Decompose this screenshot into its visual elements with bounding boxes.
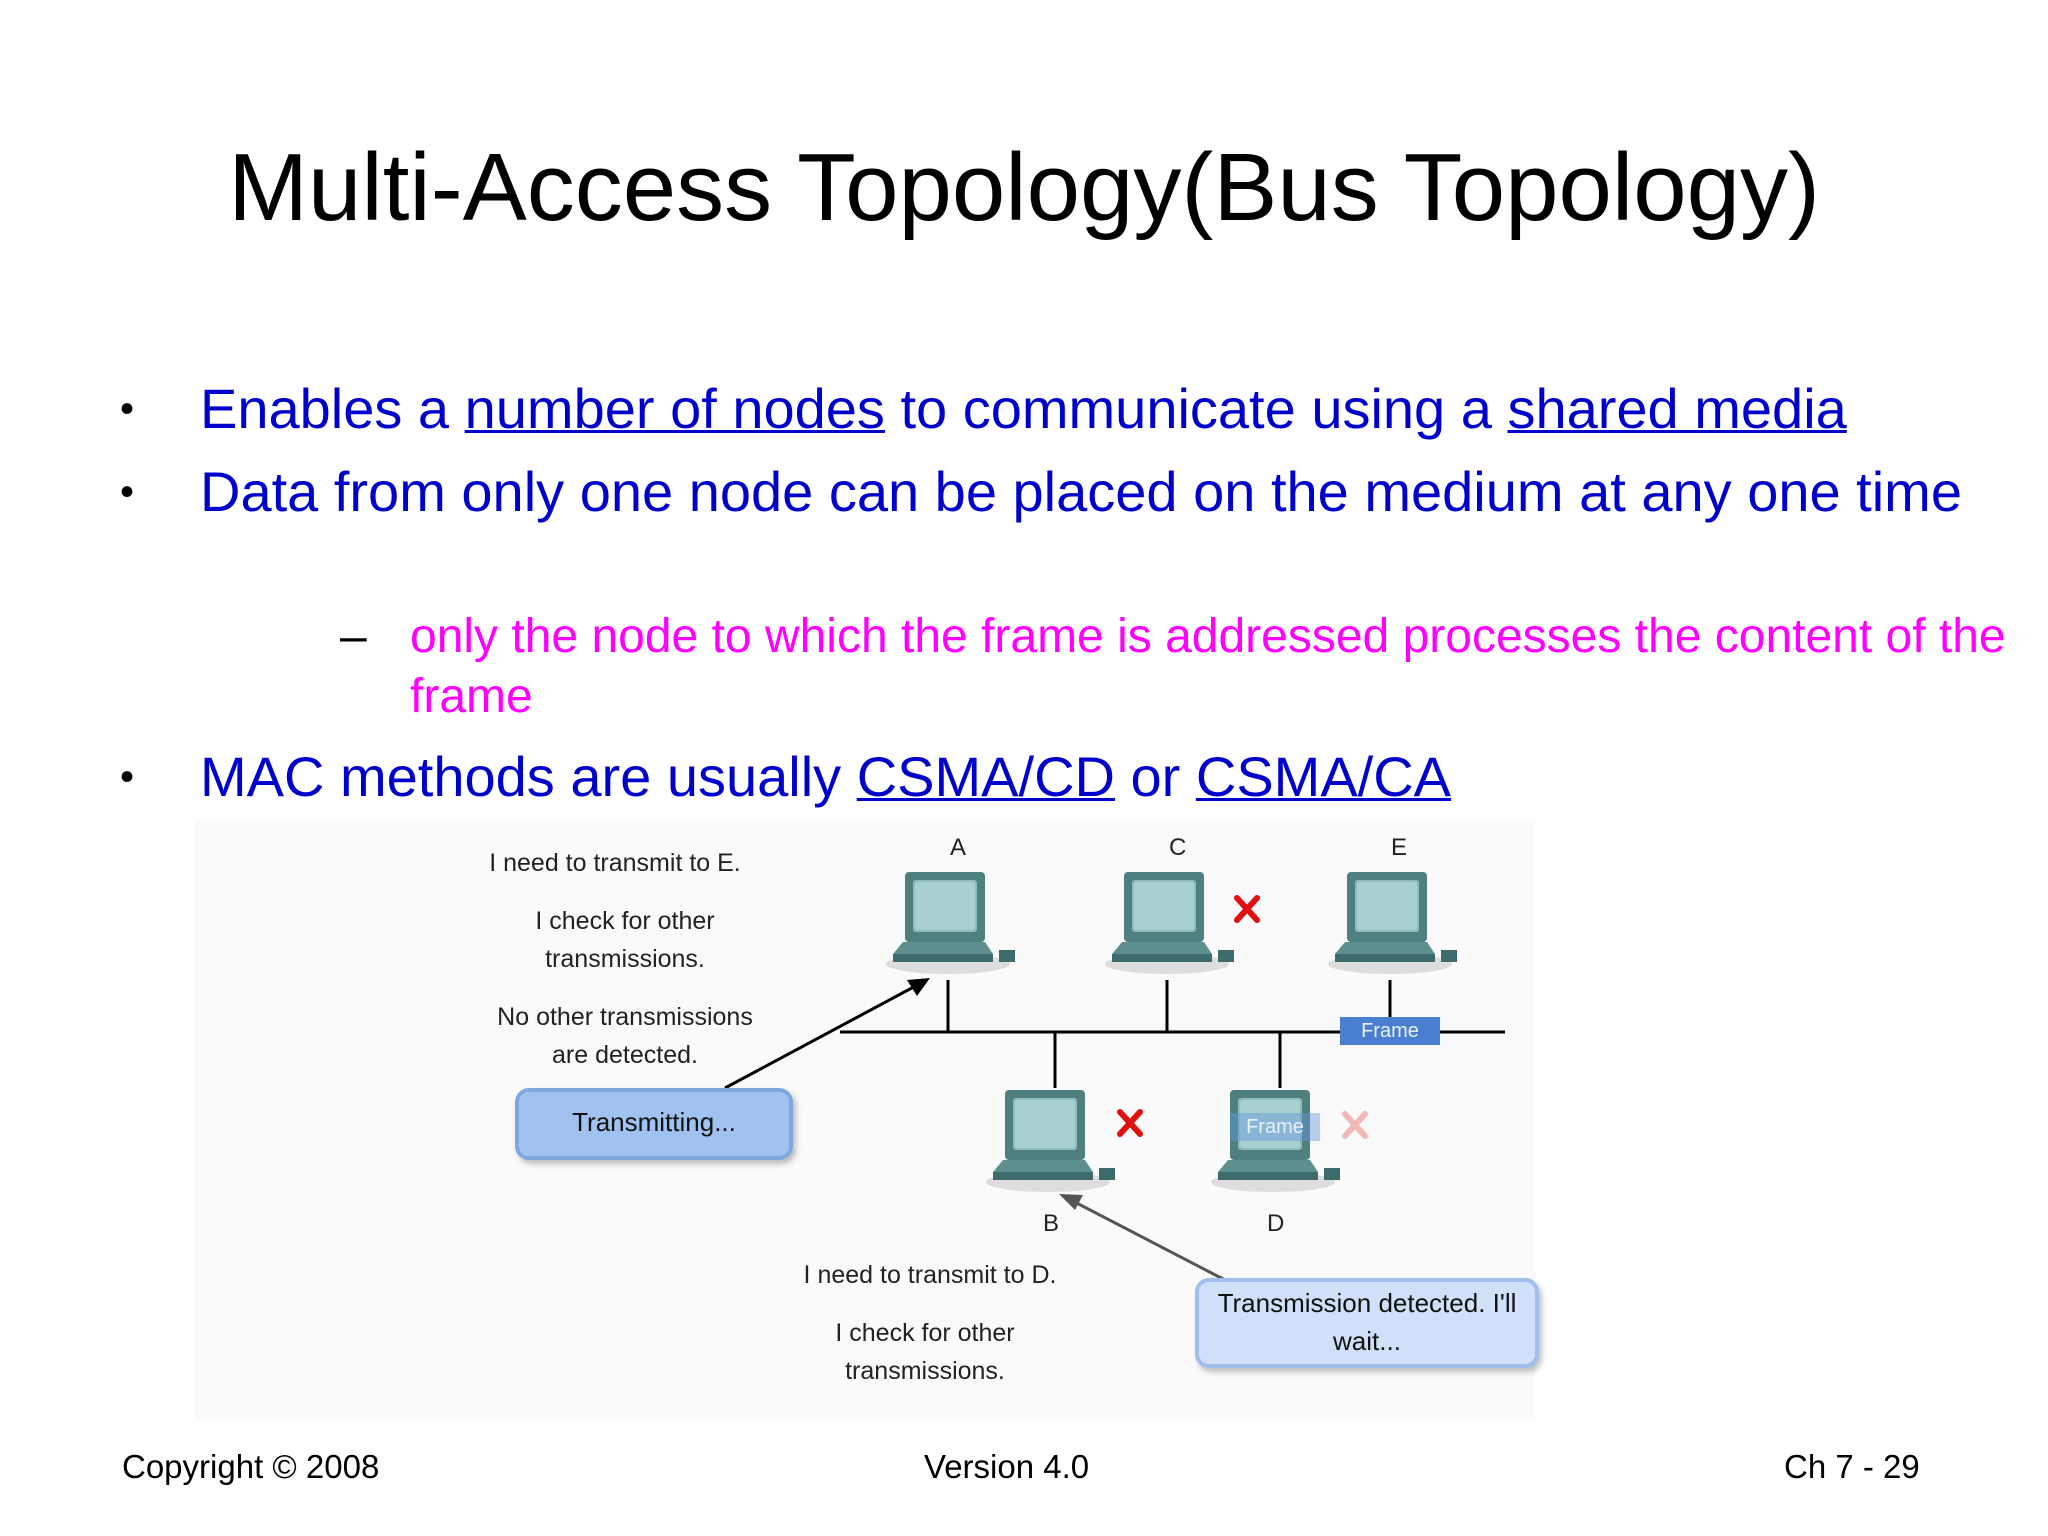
node-label-e: E [1391,834,1408,861]
annotation-b-line2: I check for other transmissions. [835,1319,1015,1385]
bullet-2-text: Data from only one node can be placed on… [200,460,1962,523]
bullet-1-pre: Enables a [200,377,465,440]
sub-bullet-1-text: only the node to which the frame is addr… [410,610,2006,723]
dash-glyph: – [340,610,367,663]
arrow-icon [1066,1196,1226,1282]
computer-icon [886,872,1015,974]
transmitting-callout: Transmitting... [515,1088,793,1160]
slide-title: Multi-Access Topology(Bus Topology) [228,134,1820,241]
arrow-icon [724,980,924,1090]
computer-icon [1211,1090,1340,1192]
link-shared-media[interactable]: shared media [1507,377,1847,440]
computer-icon [1105,872,1234,974]
red-x-icon [1234,895,1260,923]
node-label-a: A [950,834,967,861]
link-number-of-nodes[interactable]: number of nodes [464,377,885,440]
link-csma-cd[interactable]: CSMA/CD [856,745,1115,808]
bullet-glyph: • [120,387,135,431]
footer-page-number: Ch 7 - 29 [1784,1448,1920,1485]
bullet-3-mid: or [1114,745,1196,808]
node-label-c: C [1169,834,1187,861]
bullet-glyph: • [120,755,135,799]
bullet-1-mid: to communicate using a [884,377,1508,440]
red-x-icon [1117,1109,1143,1137]
node-label-b: B [1043,1210,1060,1237]
bullet-glyph: • [120,470,135,514]
annotation-a-line1: I need to transmit to E. [489,849,741,877]
computer-icon [1328,872,1457,974]
annotation-a-line3: No other transmissions are detected. [497,1003,753,1069]
node-label-d: D [1267,1210,1285,1237]
footer-version: Version 4.0 [924,1448,1090,1485]
footer-copyright: Copyright © 2008 [122,1448,380,1485]
computer-icon [986,1090,1115,1192]
annotation-a-line2: I check for other transmissions. [535,907,715,973]
link-csma-ca[interactable]: CSMA/CA [1195,745,1452,808]
bus-topology-diagram: A C E B D Frame Frame I need to transmit… [195,820,1539,1420]
transmission-detected-callout: Transmission detected. I'll wait... [1195,1278,1539,1368]
faded-x-icon [1342,1111,1368,1139]
frame-label-faded: Frame [1230,1113,1320,1141]
frame-label: Frame [1340,1017,1440,1045]
annotation-b-line1: I need to transmit to D. [803,1261,1057,1289]
bullet-3-pre: MAC methods are usually [200,745,857,808]
